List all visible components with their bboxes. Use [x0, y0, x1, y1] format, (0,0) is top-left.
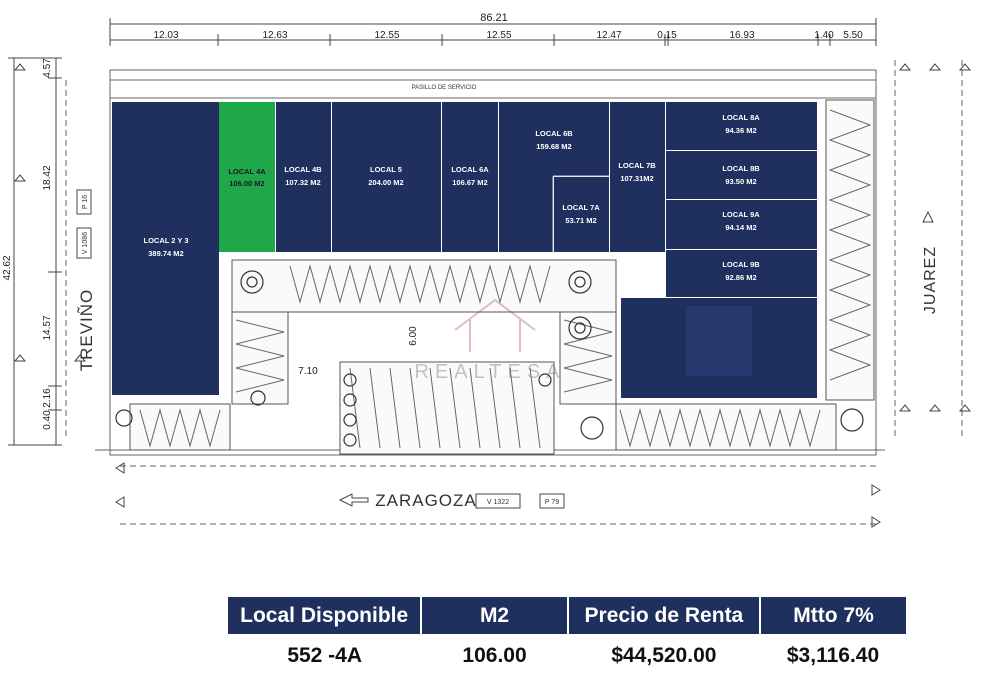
- dim-7-10: 7.10: [298, 366, 318, 377]
- label-local-9a-area: 94.14 M2: [725, 223, 756, 232]
- unit-local-6b-lower[interactable]: [499, 176, 553, 252]
- unit-local-6a[interactable]: [442, 102, 498, 252]
- units-layer: [112, 102, 817, 395]
- unit-local-2y3[interactable]: [112, 102, 219, 395]
- unit-local-7a[interactable]: [554, 177, 609, 252]
- label-local-4b-area: 107.32 M2: [285, 178, 320, 187]
- cell-precio: $44,520.00: [611, 644, 717, 667]
- label-local-9b-area: 92.86 M2: [725, 273, 756, 282]
- street-tags: [76, 189, 565, 509]
- top-dim-7: 16.93: [729, 30, 754, 41]
- tag-bottom-v: V 1322: [487, 499, 509, 506]
- unit-local-8a[interactable]: [666, 102, 817, 150]
- unit-local-5[interactable]: [332, 102, 441, 252]
- service-corridor-label: PASILLO DE SERVICIO: [412, 85, 477, 91]
- top-dim-5: 12.47: [596, 30, 621, 41]
- unit-local-7b[interactable]: [610, 102, 665, 252]
- unit-local-4a[interactable]: [219, 102, 275, 252]
- dim-6-00: 6.00: [408, 326, 419, 346]
- top-dim-9: 5.50: [843, 30, 863, 41]
- label-local-4a-area: 106.00 M2: [229, 179, 264, 188]
- direction-arrow-icons: [13, 63, 972, 528]
- watermark-text: REALTESA: [415, 361, 566, 383]
- left-dim-1: 4.57: [42, 58, 53, 78]
- label-local-5-name: LOCAL 5: [370, 165, 402, 174]
- label-local-2y3-area: 389.74 M2: [148, 249, 183, 258]
- table-row: 552 -4A 106.00 $44,520.00 $3,116.40: [228, 634, 906, 678]
- cell-mtto: $3,116.40: [786, 644, 880, 667]
- unit-dividers: [552, 175, 609, 252]
- overall-width: 86.21: [480, 12, 508, 24]
- left-dim-3: 42.62: [2, 255, 13, 280]
- label-local-8a-name: LOCAL 8A: [722, 113, 760, 122]
- left-dimensions: [8, 57, 62, 446]
- label-local-7b-area: 107.31M2: [620, 174, 653, 183]
- label-local-8b-area: 93.50 M2: [725, 177, 756, 186]
- top-dimensions: [109, 18, 877, 46]
- top-dim-2: 12.63: [262, 30, 287, 41]
- tree-icons: [115, 270, 864, 447]
- label-local-9b-name: LOCAL 9B: [722, 260, 760, 269]
- top-dim-1: 12.03: [153, 30, 178, 41]
- cell-local: 552 -4A: [287, 644, 363, 667]
- availability-table: Local Disponible M2 Precio de Renta Mtto…: [228, 597, 906, 678]
- cell-m2: 106.00: [462, 644, 527, 667]
- label-local-4b-name: LOCAL 4B: [284, 165, 322, 174]
- left-dim-4: 14.57: [42, 315, 53, 340]
- label-local-6b-name: LOCAL 6B: [535, 129, 573, 138]
- label-local-7a-name: LOCAL 7A: [562, 203, 600, 212]
- street-juarez: JUAREZ: [922, 246, 939, 314]
- left-dim-2: 18.42: [42, 165, 53, 190]
- street-trevino: TREVIÑO: [77, 289, 96, 372]
- left-dim-6: 0.40: [42, 410, 53, 430]
- site-plan: 86.21 12.03 12.63 12.55 12.55 12.47 0.15…: [2, 12, 972, 528]
- table-header-row: Local Disponible M2 Precio de Renta Mtto…: [228, 597, 906, 634]
- tag-bottom-p: P 79: [545, 499, 559, 506]
- label-local-8b-name: LOCAL 8B: [722, 164, 760, 173]
- header-mtto: Mtto 7%: [760, 597, 906, 634]
- label-local-6a-name: LOCAL 6A: [451, 165, 489, 174]
- unit-local-4b[interactable]: [276, 102, 331, 252]
- label-local-5-area: 204.00 M2: [368, 178, 403, 187]
- header-m2: M2: [421, 597, 569, 634]
- label-local-6b-area: 159.68 M2: [536, 142, 571, 151]
- unit-local-8b[interactable]: [666, 151, 817, 199]
- header-precio-renta: Precio de Renta: [567, 597, 762, 634]
- top-dim-8: 1.40: [814, 30, 834, 41]
- label-local-9a-name: LOCAL 9A: [722, 210, 760, 219]
- header-local-disponible: Local Disponible: [228, 597, 423, 634]
- left-dim-5: 2.16: [42, 388, 53, 408]
- unit-local-9a[interactable]: [666, 200, 817, 249]
- street-zaragoza: ZARAGOZA: [375, 491, 477, 510]
- label-local-6a-area: 106.67 M2: [452, 178, 487, 187]
- top-dim-3: 12.55: [374, 30, 399, 41]
- unit-block-inner-square: [686, 306, 752, 376]
- parking-stalls: [139, 109, 872, 449]
- unit-local-6b[interactable]: [499, 102, 609, 176]
- top-dim-4: 12.55: [486, 30, 511, 41]
- label-local-7a-area: 53.71 M2: [565, 216, 596, 225]
- label-local-7b-name: LOCAL 7B: [618, 161, 656, 170]
- label-local-8a-area: 94.36 M2: [725, 126, 756, 135]
- label-local-2y3-name: LOCAL 2 Y 3: [143, 236, 188, 245]
- top-dim-6: 0.15: [657, 30, 677, 41]
- tag-left-v: V 1086: [82, 232, 89, 254]
- unit-local-9b[interactable]: [666, 250, 817, 297]
- label-local-4a-name: LOCAL 4A: [228, 167, 266, 176]
- realtesa-watermark-logo: [454, 298, 536, 352]
- tag-left-p: P 16: [82, 195, 89, 209]
